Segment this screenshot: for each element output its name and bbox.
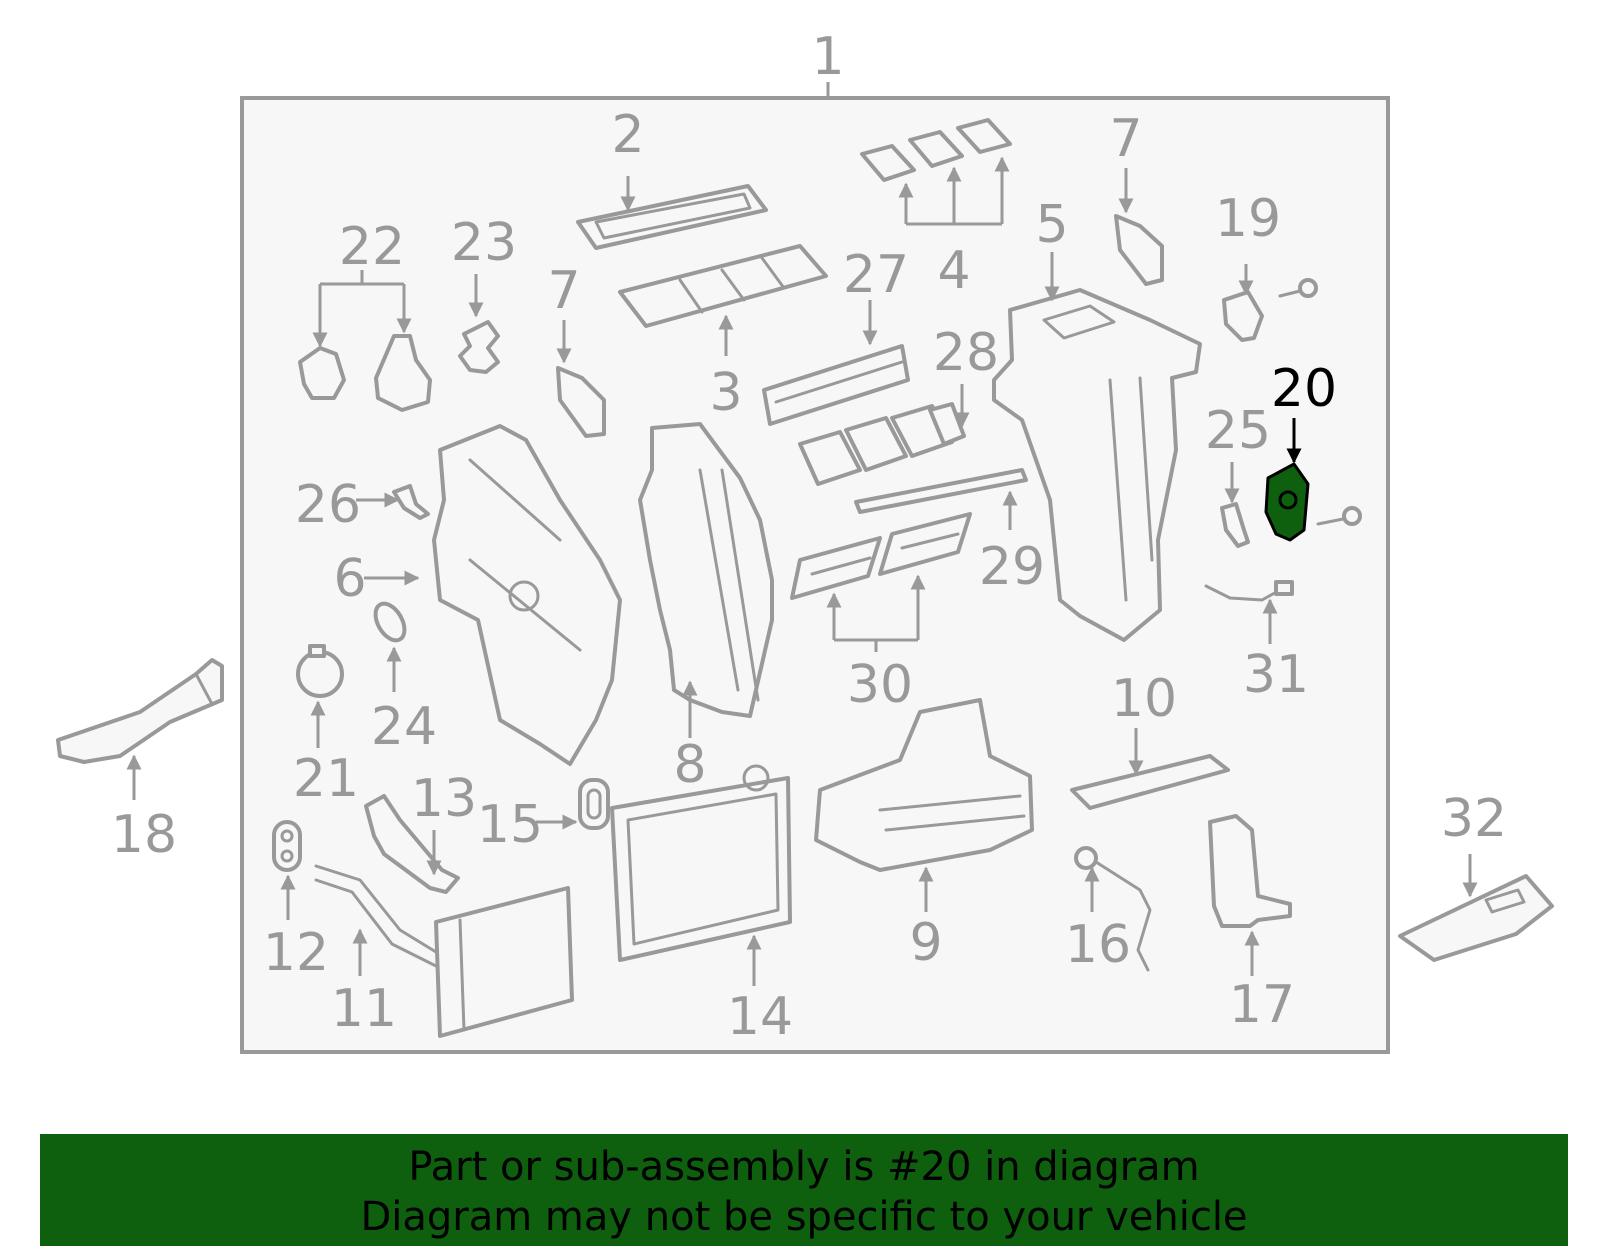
banner-line-2: Diagram may not be specific to your vehi… bbox=[360, 1194, 1248, 1240]
callout-7a: 7 bbox=[547, 261, 580, 321]
part-7b-bracket bbox=[1114, 214, 1164, 286]
part-29-strip bbox=[854, 468, 1028, 514]
callout-24: 24 bbox=[371, 697, 437, 757]
callout-9: 9 bbox=[909, 913, 942, 973]
callout-19: 19 bbox=[1215, 189, 1281, 249]
part-12-grommet bbox=[272, 820, 302, 872]
part-15-seal bbox=[578, 778, 610, 830]
part-23-clip bbox=[458, 320, 500, 374]
callout-13: 13 bbox=[411, 769, 477, 829]
part-2-filter bbox=[576, 184, 768, 250]
callout-4: 4 bbox=[937, 241, 970, 301]
callout-21: 21 bbox=[293, 749, 359, 809]
callout-14: 14 bbox=[727, 987, 793, 1047]
callout-26: 26 bbox=[295, 475, 361, 535]
part-30-grilles bbox=[790, 512, 972, 600]
callout-16: 16 bbox=[1065, 915, 1131, 975]
callout-23: 23 bbox=[451, 213, 517, 273]
part-9-lower-case bbox=[814, 698, 1034, 872]
part-17-blower bbox=[1208, 814, 1292, 928]
callout-5: 5 bbox=[1035, 195, 1068, 255]
callout-6: 6 bbox=[333, 549, 366, 609]
callout-18: 18 bbox=[111, 805, 177, 865]
callout-11: 11 bbox=[331, 979, 397, 1039]
callout-28: 28 bbox=[933, 323, 999, 383]
callout-32: 32 bbox=[1441, 789, 1507, 849]
part-4-pads bbox=[860, 118, 1012, 182]
part-14-evaporator bbox=[610, 764, 792, 962]
info-banner: Part or sub-assembly is #20 in diagram D… bbox=[40, 1134, 1568, 1246]
banner-line-1: Part or sub-assembly is #20 in diagram bbox=[408, 1144, 1200, 1190]
callout-8: 8 bbox=[673, 735, 706, 795]
part-18-duct bbox=[56, 658, 224, 764]
callout-3: 3 bbox=[709, 363, 742, 423]
callout-10: 10 bbox=[1111, 669, 1177, 729]
callout-12: 12 bbox=[263, 923, 329, 983]
callout-30: 30 bbox=[847, 655, 913, 715]
part-27-plate bbox=[762, 344, 910, 426]
part-24-ring bbox=[373, 601, 407, 643]
part-5-upper-housing bbox=[992, 288, 1202, 642]
part-28-flaps bbox=[798, 402, 966, 486]
callout-15: 15 bbox=[477, 795, 543, 855]
callout-17: 17 bbox=[1229, 975, 1295, 1035]
callout-29: 29 bbox=[979, 537, 1045, 597]
callout-7b: 7 bbox=[1109, 109, 1142, 169]
part-25-clip bbox=[1220, 502, 1250, 548]
callout-20: 20 bbox=[1271, 359, 1337, 419]
part-22-clips bbox=[298, 334, 432, 412]
part-21-motor bbox=[296, 644, 344, 698]
callout-1: 1 bbox=[811, 27, 844, 87]
callout-2: 2 bbox=[611, 105, 644, 165]
part-8-center-duct bbox=[638, 422, 774, 718]
callout-27: 27 bbox=[843, 245, 909, 305]
part-31-harness bbox=[1204, 580, 1294, 602]
part-10-bar bbox=[1070, 754, 1230, 810]
part-32-cover bbox=[1398, 874, 1554, 962]
callout-22: 22 bbox=[339, 217, 405, 277]
callout-31: 31 bbox=[1243, 645, 1309, 705]
part-26-clip bbox=[392, 484, 430, 520]
part-3-filter bbox=[618, 244, 828, 328]
part-11-heater-core bbox=[314, 864, 574, 1038]
part-7a-bracket bbox=[556, 366, 606, 438]
part-20-highlighted bbox=[1264, 462, 1362, 542]
callout-25: 25 bbox=[1205, 401, 1271, 461]
part-6-left-housing bbox=[432, 424, 622, 766]
